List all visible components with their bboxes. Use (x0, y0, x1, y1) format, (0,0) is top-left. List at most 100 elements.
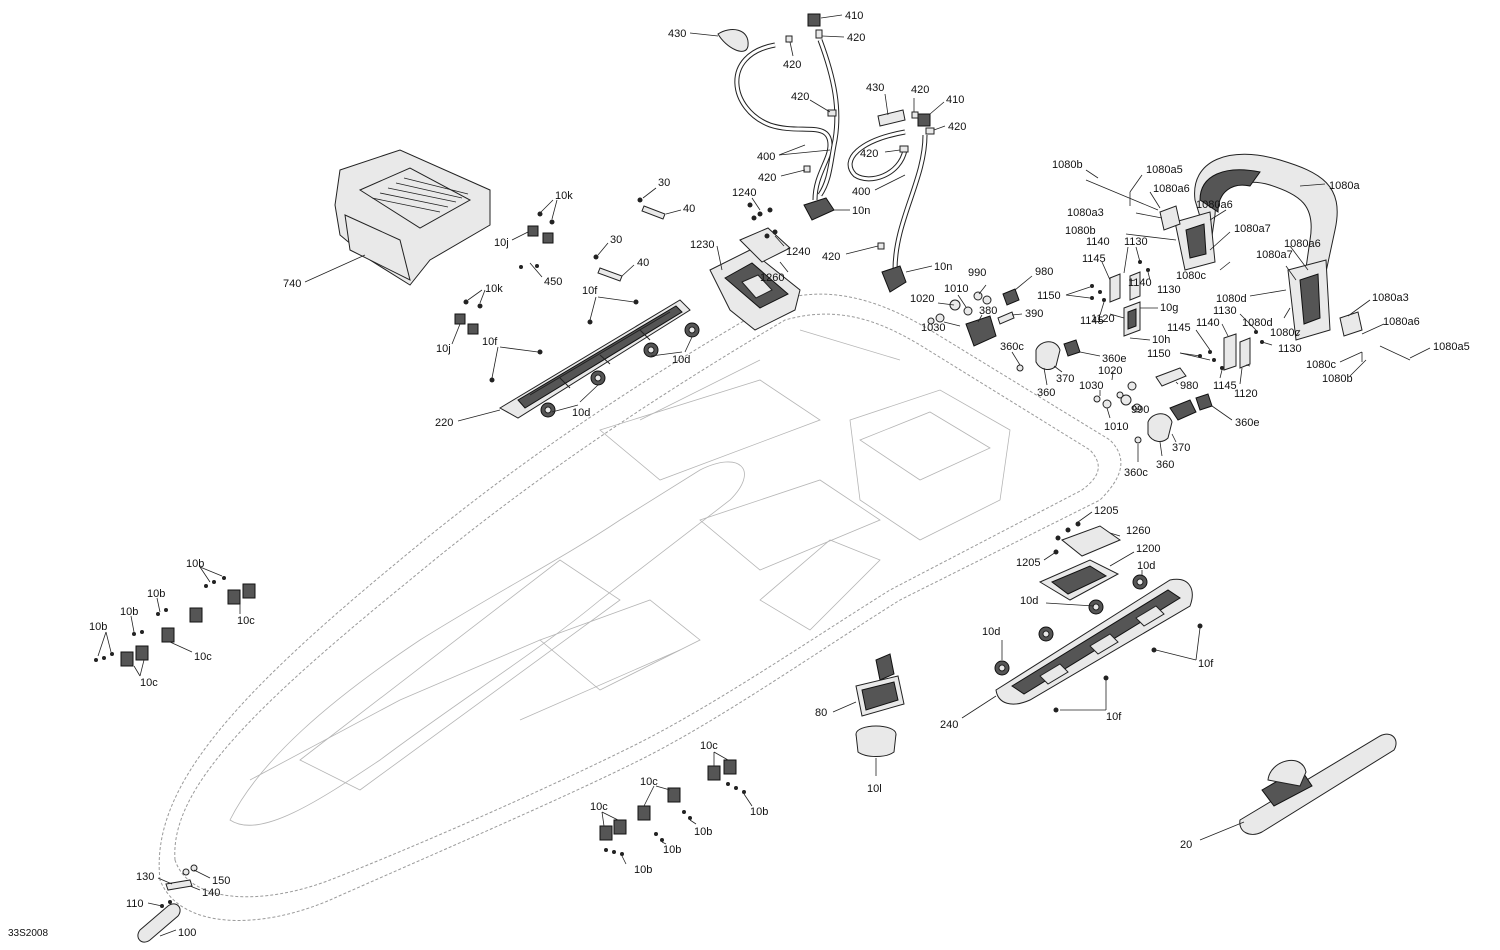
callout-10k-b: 10k (485, 283, 503, 295)
callout-360a: 360 (1037, 387, 1055, 399)
sponson-bracket-240 (995, 578, 1193, 705)
callout-420c: 420 (791, 91, 809, 103)
callout-450: 450 (544, 276, 562, 288)
callout-10f-d: 10f (1106, 711, 1122, 723)
callout-1020a: 1020 (910, 293, 934, 305)
callout-10f-c: 10f (1198, 658, 1214, 670)
callout-410a: 410 (845, 10, 863, 22)
callout-1080d-b: 1080d (1242, 317, 1273, 329)
storage-bin-740 (334, 149, 491, 286)
callout-10c-5: 10c (640, 776, 658, 788)
callout-1120a: 1120 (1091, 313, 1115, 325)
callout-10c-2: 10c (194, 651, 212, 663)
callout-1080c-a: 1080c (1176, 270, 1206, 282)
callout-1080a3-b: 1080a3 (1372, 292, 1409, 304)
callout-40a: 40 (683, 203, 695, 215)
callout-1140a: 1140 (1086, 236, 1110, 248)
fasteners-30-40 (593, 197, 666, 282)
inspection-cover-1230 (709, 249, 801, 331)
callout-110: 110 (126, 898, 144, 910)
sponson-bracket-220 (499, 299, 691, 419)
fitting-410 (807, 13, 821, 27)
callout-10l: 10l (867, 783, 882, 795)
callout-360c-a: 360c (1000, 341, 1024, 353)
vent-hoses-400 (734, 39, 928, 271)
boarding-step-20 (1239, 733, 1397, 835)
callout-990a: 990 (968, 267, 986, 279)
clips-front-bottom (599, 759, 746, 856)
callout-370a: 370 (1056, 373, 1074, 385)
clips-front-left (94, 576, 256, 667)
callout-10c-3: 10c (237, 615, 255, 627)
vent-cap-430 (717, 29, 749, 52)
rear-fittings-group-a (927, 288, 1081, 372)
callout-1130a: 1130 (1124, 236, 1148, 248)
clips-10j-10k (454, 211, 555, 335)
callout-10f-b: 10f (482, 336, 498, 348)
callout-360c-b: 360c (1124, 467, 1148, 479)
callout-1205a: 1205 (1094, 505, 1118, 517)
callout-10j-b: 10j (436, 343, 451, 355)
callout-1080a7-b: 1080a7 (1256, 249, 1293, 261)
callout-1145c: 1145 (1167, 322, 1191, 334)
callout-140: 140 (202, 887, 220, 899)
callout-10j-a: 10j (494, 237, 509, 249)
rear-fittings-group-b (1093, 367, 1213, 444)
callout-1080d-a: 1080d (1216, 293, 1247, 305)
brackets-1120-1140 (1090, 260, 1264, 371)
callout-1080a6-d: 1080a6 (1383, 316, 1420, 328)
callout-10d-c: 10d (1137, 560, 1155, 572)
callout-10d-b: 10d (572, 407, 590, 419)
callout-1140c: 1140 (1196, 317, 1220, 329)
hull-body (158, 293, 1122, 921)
callout-10b-5: 10b (750, 806, 768, 818)
callout-10b-2: 10b (120, 606, 138, 618)
fender-caps-10d (540, 322, 700, 418)
callout-420g: 420 (860, 148, 878, 160)
fender-caps-10d-right (994, 574, 1148, 676)
fasteners-10f (489, 299, 639, 383)
check-valve-10n (803, 197, 835, 221)
callout-40b: 40 (637, 257, 649, 269)
callout-1080a7-a: 1080a7 (1234, 223, 1271, 235)
callout-1205b: 1205 (1016, 557, 1040, 569)
callout-1140b: 1140 (1128, 277, 1152, 289)
callout-1080a6-b: 1080a6 (1196, 199, 1233, 211)
callout-1240b: 1240 (786, 246, 810, 258)
callout-1080b-c: 1080b (1322, 373, 1353, 385)
callout-10n-a: 10n (852, 205, 870, 217)
callout-1145b: 1145 (1080, 315, 1104, 327)
callout-390: 390 (1025, 308, 1043, 320)
callout-10c-4: 10c (700, 740, 718, 752)
callout-990b: 990 (1131, 404, 1149, 416)
check-valve-10n-b (881, 265, 907, 293)
clamp-parts-420 (785, 29, 935, 250)
callout-1130d: 1130 (1278, 343, 1302, 355)
screws-1240 (747, 202, 778, 239)
callout-1200: 1200 (1136, 543, 1160, 555)
callout-1260b: 1260 (1126, 525, 1150, 537)
callout-10h: 10h (1152, 334, 1170, 346)
callout-1010a: 1010 (944, 283, 968, 295)
callout-10g: 10g (1160, 302, 1178, 314)
speaker-80 (855, 653, 905, 717)
callout-1020b: 1020 (1098, 365, 1122, 377)
callout-1080a6-c: 1080a6 (1284, 238, 1321, 250)
callout-1080a5-a: 1080a5 (1146, 164, 1183, 176)
callout-150: 150 (212, 875, 230, 887)
callout-980a: 980 (1035, 266, 1053, 278)
callout-80: 80 (815, 707, 827, 719)
callout-10b-8: 10b (634, 864, 652, 876)
callout-220: 220 (435, 417, 453, 429)
callout-1010b: 1010 (1104, 421, 1128, 433)
callout-1080a5-b: 1080a5 (1433, 341, 1470, 353)
fitting-410b (917, 113, 931, 127)
callout-1080c-b: 1080c (1270, 327, 1300, 339)
callout-1130c: 1130 (1213, 305, 1237, 317)
callout-130: 130 (136, 871, 154, 883)
bow-eye-parts (137, 864, 198, 943)
callout-400b: 400 (852, 186, 870, 198)
callout-1080b-b: 1080b (1065, 225, 1096, 237)
callout-10b-3: 10b (147, 588, 165, 600)
callout-370b: 370 (1172, 442, 1190, 454)
